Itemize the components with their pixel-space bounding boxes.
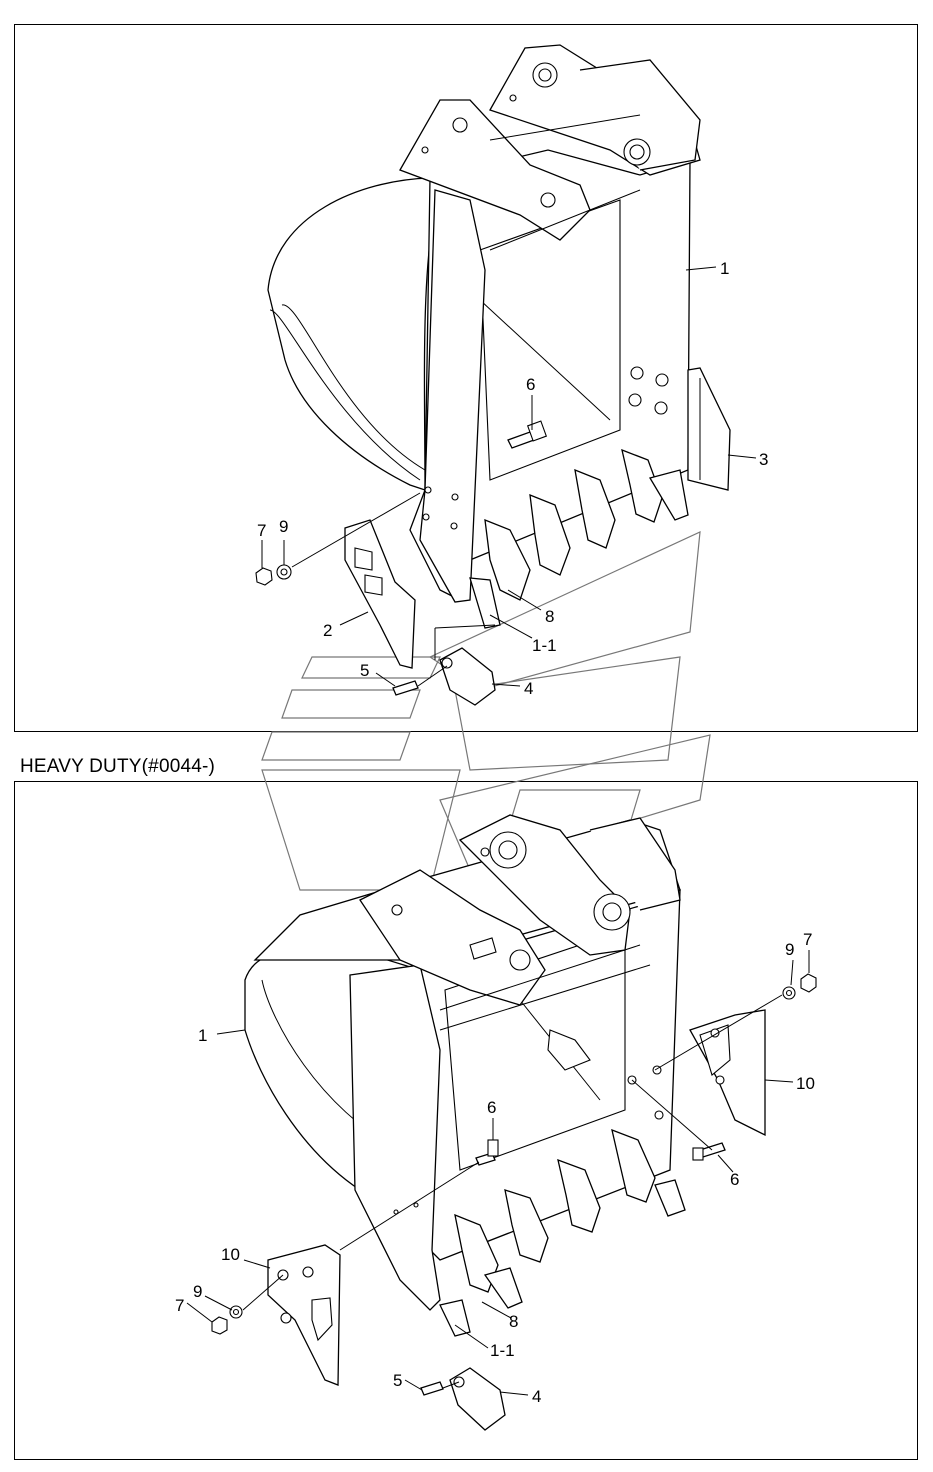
- callout-bottom-9-right: 9: [785, 940, 794, 959]
- callout-bottom-9-left: 9: [193, 1282, 202, 1301]
- bottom-bucket-assembly: [186, 814, 817, 1431]
- callout-top-3: 3: [759, 450, 768, 469]
- hd-side-cutter-left: [267, 1244, 341, 1386]
- callout-top-6: 6: [526, 375, 535, 394]
- callout-bottom-10-right: 10: [796, 1074, 815, 1093]
- hd-nut-7-right: [800, 973, 817, 993]
- top-diagram-frame: [14, 24, 918, 732]
- callout-bottom-7-left: 7: [175, 1296, 184, 1315]
- bucket-teeth-top: [469, 448, 689, 629]
- callout-bottom-6-right: 6: [730, 1170, 739, 1189]
- callout-top-8: 8: [545, 607, 554, 626]
- callout-bottom-10-left: 10: [221, 1245, 240, 1264]
- callout-bottom-6-center: 6: [487, 1098, 496, 1117]
- callout-bottom-5: 5: [393, 1371, 402, 1390]
- callout-bottom-4: 4: [532, 1387, 541, 1406]
- bottom-diagram-frame: [14, 781, 918, 1460]
- hd-bucket-teeth: [439, 1128, 686, 1337]
- callout-top-4: 4: [524, 679, 533, 698]
- section-title-heavy-duty: HEAVY DUTY(#0044-): [20, 756, 216, 777]
- callout-bottom-8: 8: [509, 1312, 518, 1331]
- callout-top-1: 1: [720, 259, 729, 278]
- hd-bolt-6-right: [699, 1142, 726, 1158]
- top-bucket-assembly: [255, 44, 757, 706]
- side-cutter-right: [687, 367, 731, 491]
- callout-top-5: 5: [360, 661, 369, 680]
- callouts-bottom: 1 6 9 7 10 6 10 9 7 8 1-1 5 4: [175, 930, 815, 1406]
- callout-bottom-7-right: 7: [803, 930, 812, 949]
- callout-top-9: 9: [279, 517, 288, 536]
- nut-7-top: [255, 567, 273, 586]
- hd-pin-5: [420, 1381, 444, 1396]
- hd-mount-left: [359, 869, 546, 1006]
- pin-5-top: [392, 680, 419, 696]
- callout-top-7: 7: [257, 521, 266, 540]
- tooth-4-top: [439, 647, 496, 706]
- hd-nut-7-left: [211, 1316, 228, 1335]
- callouts-top: 1 6 3 7 9 2 8 1-1 5 4: [257, 259, 768, 698]
- callout-bottom-1: 1: [198, 1026, 207, 1045]
- bucket-shell-back: [267, 177, 441, 491]
- callout-top-2: 2: [323, 621, 332, 640]
- callout-bottom-1-1: 1-1: [490, 1341, 515, 1360]
- callout-top-1-1: 1-1: [532, 636, 557, 655]
